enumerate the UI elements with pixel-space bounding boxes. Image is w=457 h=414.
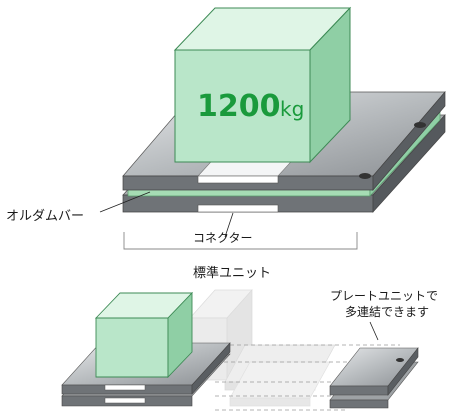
connector-leader — [224, 212, 234, 238]
weight-number: 1200 — [197, 89, 281, 124]
connection-guides — [210, 344, 400, 411]
load-cube: 1200 kg — [173, 6, 352, 164]
weight-unit: kg — [280, 97, 304, 121]
connector-label: コネクター — [193, 231, 253, 245]
plate-unit-note-line2: 多連結できます — [345, 305, 429, 319]
plate-unit-note-line1: プレートユニットで — [330, 289, 438, 303]
oldham-bar-label: オルダムバー — [6, 209, 84, 224]
plate-unit-right — [329, 347, 419, 409]
small-unit-left — [61, 291, 231, 407]
oldham-bar-leader — [99, 191, 151, 213]
standard-unit-assembly: 1200 kg — [122, 6, 446, 213]
plate-unit-leader — [369, 321, 379, 341]
standard-unit-label: 標準ユニット — [193, 265, 271, 281]
standard-unit-bracket — [123, 232, 358, 250]
